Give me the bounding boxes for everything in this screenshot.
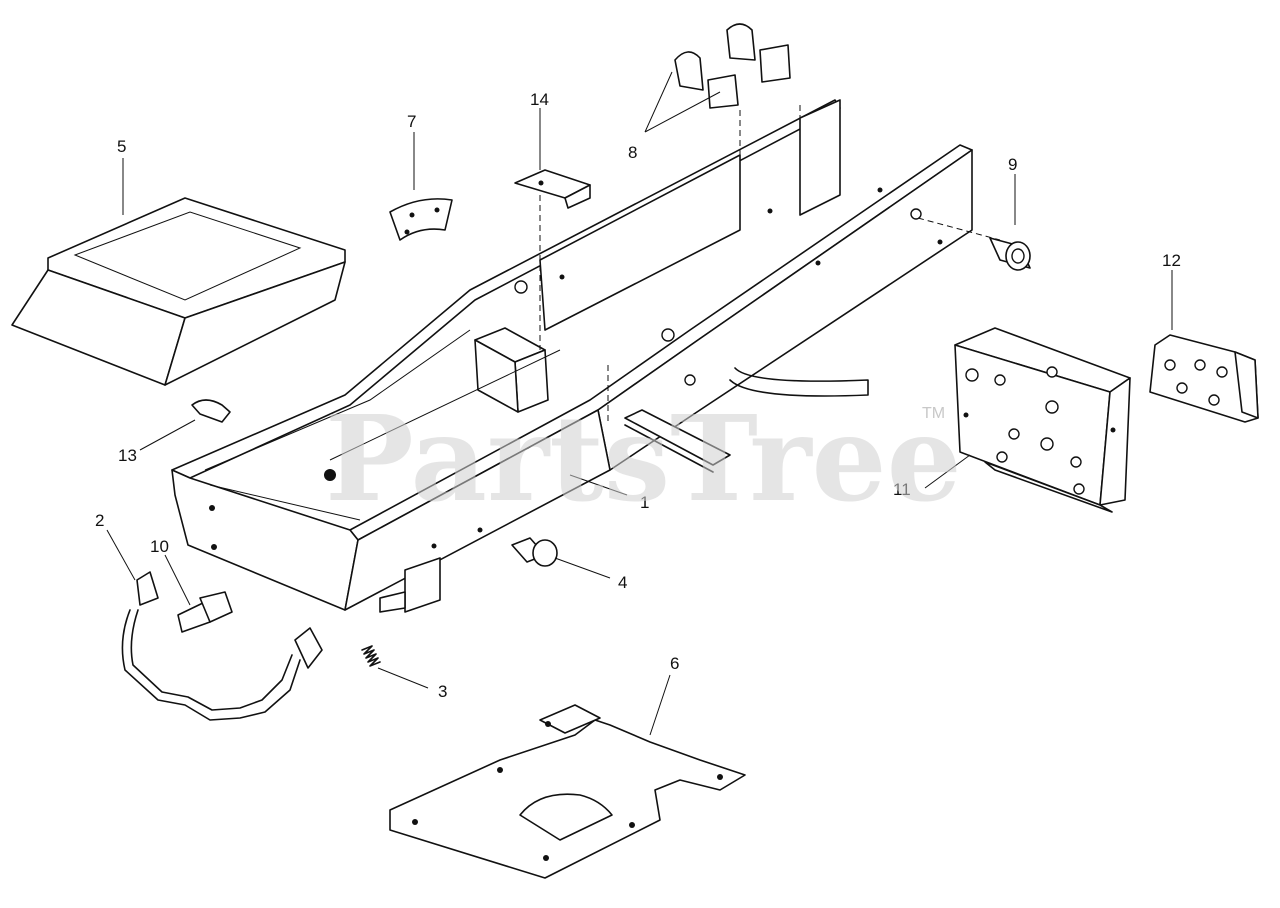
part-6-floor-plate[interactable]	[389, 704, 746, 879]
part-11-plate-assembly[interactable]	[954, 327, 1131, 513]
watermark-trademark: TM	[922, 405, 945, 422]
callout-labels: 1 2 3 4 5 6 7 8 9 10 11 12 13 14	[95, 90, 1181, 701]
part-14-plate[interactable]	[514, 169, 591, 209]
watermark: PartsTree TM	[325, 389, 962, 528]
part-4-bushing[interactable]	[511, 537, 558, 567]
part-8-clips[interactable]	[674, 23, 791, 109]
callout-14[interactable]: 14	[530, 90, 549, 109]
callout-13[interactable]: 13	[118, 446, 137, 465]
callout-11[interactable]: 11	[893, 480, 911, 499]
part-2-rod[interactable]	[121, 571, 323, 721]
part-3-spring[interactable]	[361, 645, 381, 667]
part-13-clip[interactable]	[191, 399, 231, 423]
leader-lines	[106, 71, 1173, 736]
callout-7[interactable]: 7	[407, 112, 416, 131]
part-10-bolt[interactable]	[177, 591, 233, 633]
callout-4[interactable]: 4	[618, 573, 627, 592]
callout-3[interactable]: 3	[438, 682, 447, 701]
callout-10[interactable]: 10	[150, 537, 169, 556]
callout-5[interactable]: 5	[117, 137, 126, 156]
callout-2[interactable]: 2	[95, 511, 104, 530]
watermark-text: PartsTree	[325, 389, 962, 528]
callout-12[interactable]: 12	[1162, 251, 1181, 270]
part-1-frame[interactable]	[171, 99, 1001, 613]
part-9-bushing[interactable]	[989, 237, 1031, 271]
part-7-bracket[interactable]	[389, 198, 453, 241]
part-5-cover[interactable]	[11, 197, 346, 386]
part-12-plate[interactable]	[1149, 334, 1259, 423]
callout-9[interactable]: 9	[1008, 155, 1017, 174]
callout-1[interactable]: 1	[640, 493, 649, 512]
callout-6[interactable]: 6	[670, 654, 679, 673]
callout-8[interactable]: 8	[628, 143, 637, 162]
